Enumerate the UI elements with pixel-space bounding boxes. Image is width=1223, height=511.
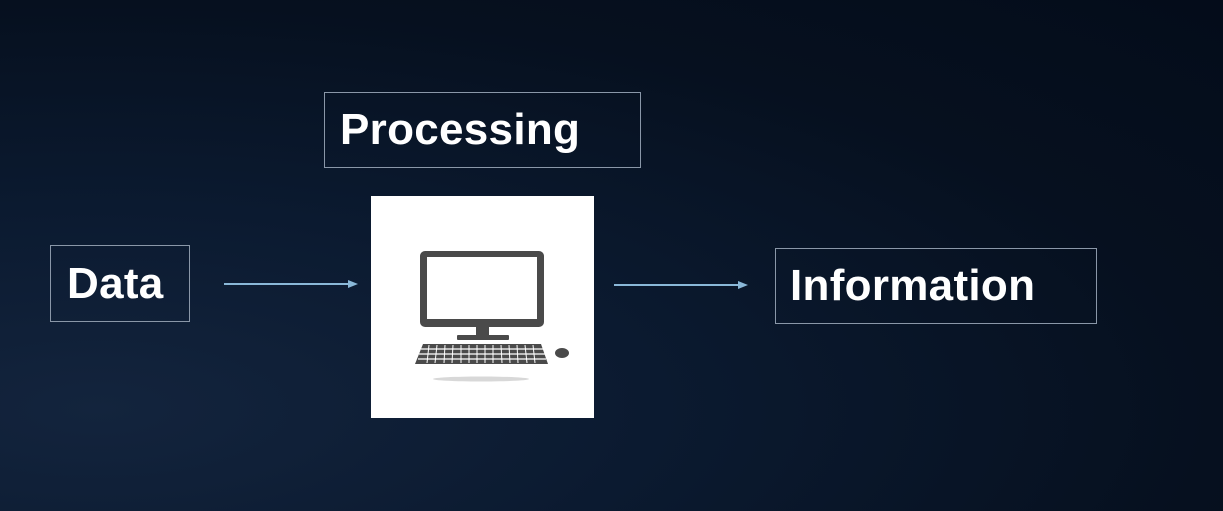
computer-icon bbox=[415, 251, 569, 382]
information-box: Information bbox=[775, 248, 1097, 324]
information-label: Information bbox=[790, 261, 1036, 310]
processing-card bbox=[371, 196, 594, 418]
processing-box: Processing bbox=[324, 92, 641, 168]
data-box: Data bbox=[50, 245, 190, 322]
arrow-data-to-processing bbox=[224, 280, 358, 288]
data-label: Data bbox=[67, 258, 164, 308]
processing-label: Processing bbox=[340, 105, 581, 154]
arrow-processing-to-information bbox=[614, 281, 748, 289]
